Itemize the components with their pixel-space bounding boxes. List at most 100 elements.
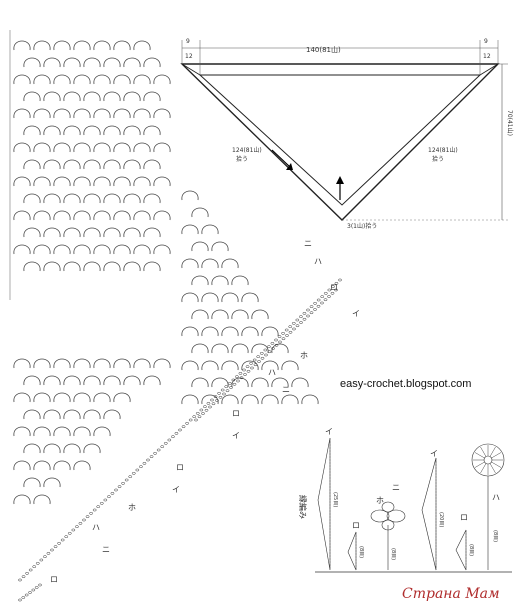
chain-arc (241, 360, 259, 371)
chain-arc (23, 227, 41, 238)
chain-arc (63, 91, 81, 102)
chain-stitch (139, 465, 143, 469)
chain-arc (113, 392, 131, 403)
chain-arc (93, 108, 111, 119)
chain-arc (153, 74, 171, 85)
chain-arc (93, 244, 111, 255)
shawl-schematic: 140(81山) 9 12 9 12 70(41山) 124(81山) 拾う 1… (180, 38, 514, 230)
chain-arc (143, 159, 161, 170)
chain-arc (143, 375, 161, 386)
chain-arc (181, 190, 199, 201)
chain-arc (43, 91, 61, 102)
chain-stitch (334, 288, 338, 292)
chain-arc (43, 193, 61, 204)
edge-marker: ハ (92, 523, 100, 532)
chain-stitch (208, 405, 212, 409)
chain-stitch (18, 598, 22, 602)
chain-stitch (243, 373, 247, 376)
chain-arc (211, 275, 229, 286)
chain-arc (153, 210, 171, 221)
chain-arc (133, 176, 151, 187)
chain-arc (83, 261, 101, 272)
chain-arc (181, 224, 199, 235)
chain-arc (63, 375, 81, 386)
chain-stitch (338, 278, 342, 282)
chain-stitch (117, 485, 122, 489)
chain-arc (93, 426, 111, 437)
edge-marker: イ (352, 309, 360, 318)
label-bottom-point: 3(1山)拾う (347, 222, 377, 230)
chain-stitch (225, 389, 230, 393)
chain-stitch (210, 398, 214, 402)
flower-petal-stitch (491, 461, 502, 468)
chain-arc (251, 309, 269, 320)
chain-stitch (320, 301, 324, 305)
chain-arc (201, 360, 219, 371)
chain-stitch (57, 541, 61, 545)
chain-arc (181, 360, 199, 371)
motif-round-flower (471, 443, 505, 570)
chain-stitch (246, 369, 251, 373)
chain-arc (63, 125, 81, 136)
chain-arc (53, 40, 71, 51)
chain-stitch (331, 285, 335, 289)
chain-arc (103, 375, 121, 386)
chain-arc (103, 227, 121, 238)
chain-arc (221, 360, 239, 371)
chain-arc (73, 460, 91, 471)
chain-arc (231, 275, 249, 286)
chain-stitch (263, 348, 268, 352)
chain-stitch (35, 561, 40, 565)
flower-petal-stitch (474, 452, 485, 459)
svg-text:イ: イ (325, 427, 333, 436)
chain-arc (73, 74, 91, 85)
label-left-margin-sub: 12 (185, 53, 193, 60)
chain-stitch (75, 525, 79, 529)
chain-stitch (217, 391, 221, 395)
chain-stitch (239, 376, 244, 380)
chain-stitch (142, 461, 147, 465)
chain-arc (13, 74, 31, 85)
chain-stitch (323, 291, 328, 295)
chain-stitch (257, 360, 261, 363)
chain-arc (133, 210, 151, 221)
chain-arc (23, 91, 41, 102)
chain-arc (43, 125, 61, 136)
chain-arc (73, 40, 91, 51)
chain-arc (13, 392, 31, 403)
chain-stitch (24, 593, 29, 597)
chain-arc (33, 108, 51, 119)
chain-stitch (181, 425, 186, 429)
chain-arc (33, 426, 51, 437)
svg-text:(8目): (8目) (468, 544, 474, 556)
chain-stitch (43, 555, 47, 559)
chain-stitch (124, 478, 129, 482)
chain-arc (53, 460, 71, 471)
chain-stitch (28, 568, 33, 572)
chain-stitch (167, 438, 172, 442)
chain-arc (143, 57, 161, 68)
chain-stitch (92, 508, 97, 512)
flower-petal-stitch (489, 463, 496, 474)
chain-arc (73, 108, 91, 119)
chain-stitch (256, 355, 261, 359)
chain-arc (113, 358, 131, 369)
chain-arc (231, 343, 249, 354)
chain-arc (53, 358, 71, 369)
chain-arc (181, 292, 199, 303)
chain-arc (201, 258, 219, 269)
chain-stitch (34, 586, 39, 589)
chain-stitch (78, 521, 83, 525)
motif-small-a (347, 531, 357, 571)
chain-arc (281, 394, 299, 405)
chain-arc (201, 292, 219, 303)
chain-arc (83, 159, 101, 170)
chain-stitch (178, 428, 182, 432)
chain-arc (43, 477, 61, 488)
chain-stitch (306, 308, 310, 312)
chain-stitch (188, 418, 193, 422)
chain-arc (123, 91, 141, 102)
chain-stitch (250, 366, 254, 370)
chain-arc (53, 176, 71, 187)
chain-arc (43, 409, 61, 420)
